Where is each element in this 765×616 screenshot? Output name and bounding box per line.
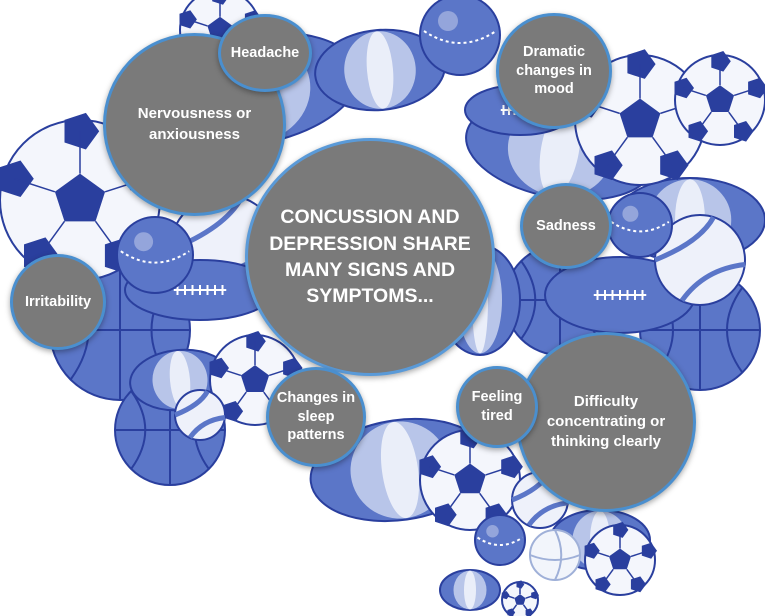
cricket-ball-icon [116, 216, 194, 294]
cricket-ball-icon [419, 0, 501, 76]
sleep-label: Changes in sleep patterns [276, 389, 356, 444]
rugby-ball-icon [439, 569, 501, 611]
sadness-bubble: Sadness [520, 183, 612, 269]
sadness-label: Sadness [536, 217, 596, 234]
central-message-bubble: CONCUSSION AND DEPRESSION SHARE MANY SIG… [245, 138, 495, 376]
irritability-bubble: Irritability [10, 254, 106, 350]
beach-ball-icon [529, 529, 581, 581]
cricket-ball-icon [474, 514, 526, 566]
concentration-label: Difficulty concentrating or thinking cle… [546, 392, 666, 451]
mood-label: Dramatic changes in mood [516, 43, 592, 98]
headache-label: Headache [230, 44, 300, 61]
feeling-tired-bubble: Feeling tired [456, 366, 538, 448]
rugby-ball-icon [314, 28, 446, 112]
volleyball-icon [654, 214, 746, 306]
headache-bubble: Headache [218, 14, 312, 92]
irritability-label: Irritability [24, 293, 92, 310]
central-message-text: CONCUSSION AND DEPRESSION SHARE MANY SIG… [269, 206, 471, 308]
soccer-ball-icon [674, 51, 765, 146]
concentration-bubble: Difficulty concentrating or thinking cle… [516, 332, 696, 512]
cricket-ball-icon [607, 192, 673, 258]
soccer-ball-icon [501, 580, 539, 616]
soccer-ball-icon [584, 521, 657, 596]
volleyball-icon [174, 389, 226, 441]
feeling-tired-label: Feeling tired [471, 389, 523, 424]
sleep-bubble: Changes in sleep patterns [266, 367, 366, 467]
nervousness-label: Nervousness or anxiousness [137, 105, 252, 143]
mood-bubble: Dramatic changes in mood [496, 13, 612, 129]
